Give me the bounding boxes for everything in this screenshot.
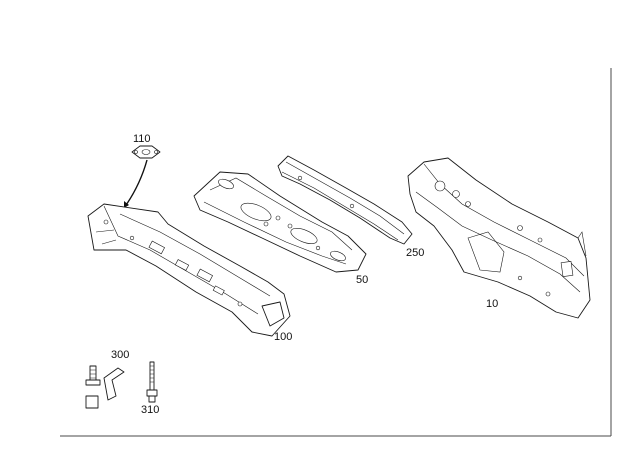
callout-310: 310 [141,404,160,416]
callout-10: 10 [486,298,499,310]
part-300-fastener-set[interactable] [85,365,125,409]
part-110-bracket[interactable] [123,145,161,209]
callout-50: 50 [356,274,369,286]
part-310-stud-bolt[interactable] [146,361,158,403]
callout-110: 110 [133,133,151,145]
part-250-cross-member[interactable] [277,155,413,245]
callout-100: 100 [274,331,293,343]
part-10-rear-panel[interactable] [407,157,591,319]
callout-300: 300 [111,349,130,361]
part-100-rail[interactable] [87,203,291,337]
part-50-floor-panel[interactable] [193,171,367,273]
callout-250: 250 [406,247,425,259]
